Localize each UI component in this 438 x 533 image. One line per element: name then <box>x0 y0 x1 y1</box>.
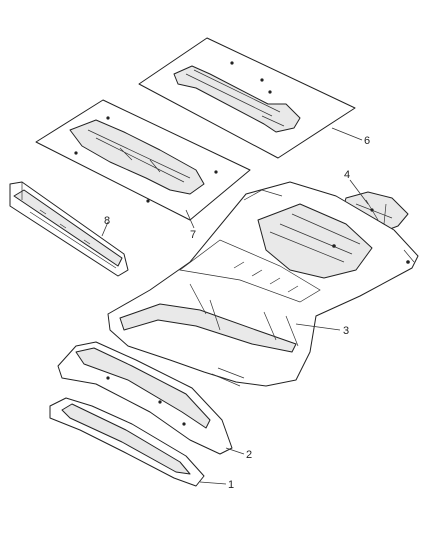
part-6-crossmember-panel <box>138 37 356 159</box>
part-7-brace-panel <box>35 99 251 221</box>
callout-6: 6 <box>364 135 370 147</box>
callout-2: 2 <box>246 449 252 461</box>
part-8-side-rail <box>9 181 129 277</box>
part-3-floor-pan <box>107 181 419 387</box>
leader-6 <box>331 127 363 141</box>
callout-7: 7 <box>190 229 196 241</box>
leader-8 <box>101 221 109 237</box>
leader-1 <box>199 481 227 485</box>
leader-3 <box>295 323 341 331</box>
callout-1: 1 <box>228 479 234 491</box>
leader-7 <box>185 209 195 229</box>
leader-lines <box>101 127 369 485</box>
leader-4 <box>349 179 369 205</box>
part-1-lower-rail <box>49 397 205 487</box>
callout-3: 3 <box>343 325 349 337</box>
callout-8: 8 <box>104 215 110 227</box>
callout-labels: 1 2 3 4 6 7 8 <box>104 135 370 491</box>
callout-4: 4 <box>344 169 350 181</box>
leader-2 <box>225 447 245 455</box>
part-2-front-crossmember <box>57 341 233 455</box>
